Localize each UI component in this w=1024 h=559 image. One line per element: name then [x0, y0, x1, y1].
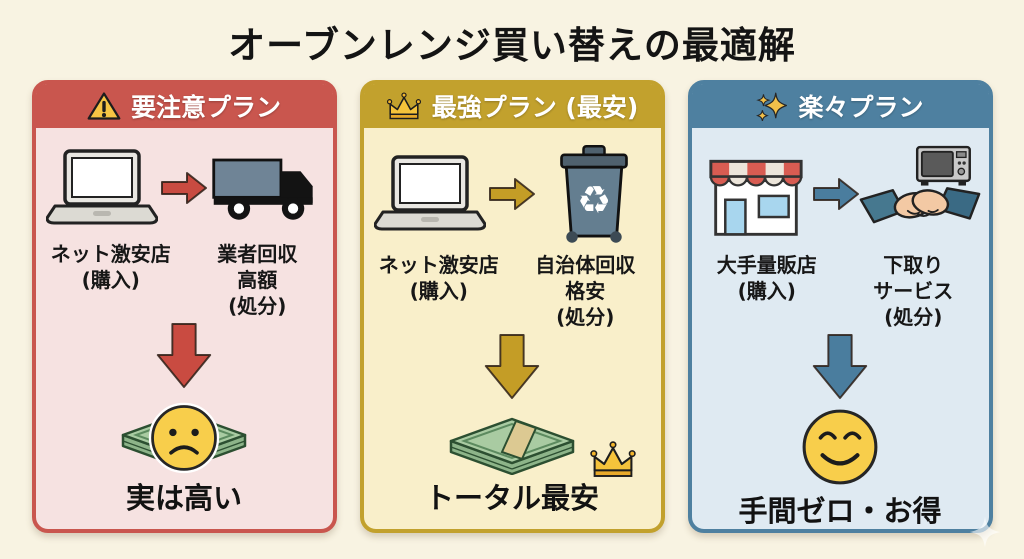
- microwave-icon: [915, 145, 971, 186]
- plan-best-title: 最強プラン (最安): [431, 93, 639, 122]
- caution-buy-label: ネット激安店 (購入): [50, 241, 171, 292]
- laptop-icon: [374, 155, 487, 231]
- plan-best-header: 最強プラン (最安): [363, 84, 661, 128]
- caution-dispose-label: 業者回収 高額 (処分): [217, 241, 298, 318]
- caution-labels: ネット激安店 (購入) 業者回収 高額 (処分): [36, 233, 333, 319]
- caution-result-graphic: [36, 395, 333, 475]
- crown-icon: [386, 91, 421, 119]
- recycle-bin-icon: ♻: [559, 144, 628, 243]
- easy-flow: [692, 128, 989, 244]
- crown-icon: [589, 441, 636, 477]
- plan-card-best: 最強プラン (最安): [359, 80, 665, 533]
- best-dispose-label: 自治体回収 格安 (処分): [535, 253, 636, 329]
- arrow-down-icon: [812, 334, 868, 400]
- sparkles-icon: [756, 92, 788, 122]
- truck-icon: [212, 159, 313, 221]
- smile-face-icon: [802, 409, 878, 485]
- plan-easy-header: 楽々プラン: [691, 84, 989, 128]
- best-result-text: トータル最安: [424, 481, 599, 515]
- plan-panels: 要注意プラン: [0, 80, 1024, 533]
- sparkle-watermark-icon: [969, 516, 1001, 548]
- best-buy-label: ネット激安店 (購入): [378, 253, 499, 303]
- easy-buy-label: 大手量販店 (購入): [716, 253, 817, 303]
- arrow-down-icon: [484, 334, 540, 400]
- laptop-icon: [46, 149, 159, 225]
- easy-dispose-label: 下取り サービス (処分): [873, 253, 954, 329]
- svg-text:♻: ♻: [577, 179, 611, 223]
- best-flow: ♻: [364, 128, 661, 244]
- caution-result-text: 実は高い: [125, 481, 242, 515]
- plan-caution-title: 要注意プラン: [130, 93, 281, 122]
- money-stack-icon: [449, 417, 575, 475]
- storefront-icon: [709, 159, 803, 236]
- arrow-down-icon: [156, 322, 212, 388]
- caution-flow: [36, 128, 333, 233]
- plan-card-caution: 要注意プラン: [31, 80, 337, 533]
- handshake-trade-icon: [859, 145, 980, 224]
- easy-result-graphic: [692, 406, 989, 488]
- page-title: オーブンレンジ買い替えの最適解: [228, 24, 796, 67]
- best-result-graphic: [364, 406, 661, 477]
- arrow-right-icon: [489, 178, 535, 210]
- best-labels: ネット激安店 (購入) 自治体回収 格安 (処分): [364, 244, 661, 330]
- plan-easy-title: 楽々プラン: [798, 93, 924, 122]
- arrow-right-icon: [161, 172, 207, 205]
- arrow-right-icon: [812, 178, 859, 210]
- easy-result-text: 手間ゼロ・お得: [738, 494, 942, 528]
- plan-card-easy: 楽々プラン: [687, 80, 993, 533]
- warning-icon: [87, 92, 121, 120]
- easy-labels: 大手量販店 (購入) 下取り サービス (処分): [692, 244, 989, 330]
- sad-face-icon: [148, 402, 220, 474]
- plan-caution-header: 要注意プラン: [35, 84, 333, 128]
